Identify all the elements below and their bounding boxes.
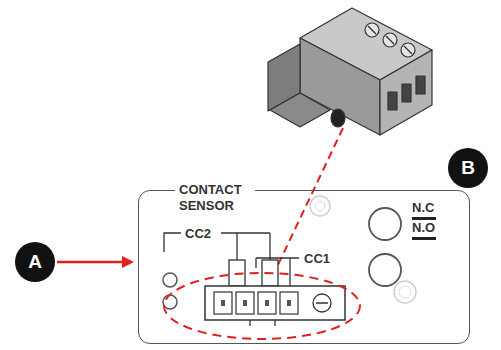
callout-circle	[15, 242, 55, 282]
callout-circle	[448, 148, 488, 188]
dashed-leader	[268, 128, 343, 286]
callout-number: A	[28, 252, 42, 272]
callout-number: B	[461, 158, 475, 178]
arrow-head	[122, 256, 134, 268]
terminal-plug	[268, 8, 432, 135]
switch-label: N.O	[412, 220, 435, 235]
panel-heading: CONTACT SENSOR	[175, 182, 255, 214]
arrow-line	[57, 261, 124, 264]
panel-features	[163, 196, 436, 339]
pin-label: CC1	[304, 251, 330, 266]
pin-label: CC2	[185, 226, 211, 241]
switch-label: N.C	[412, 200, 434, 215]
